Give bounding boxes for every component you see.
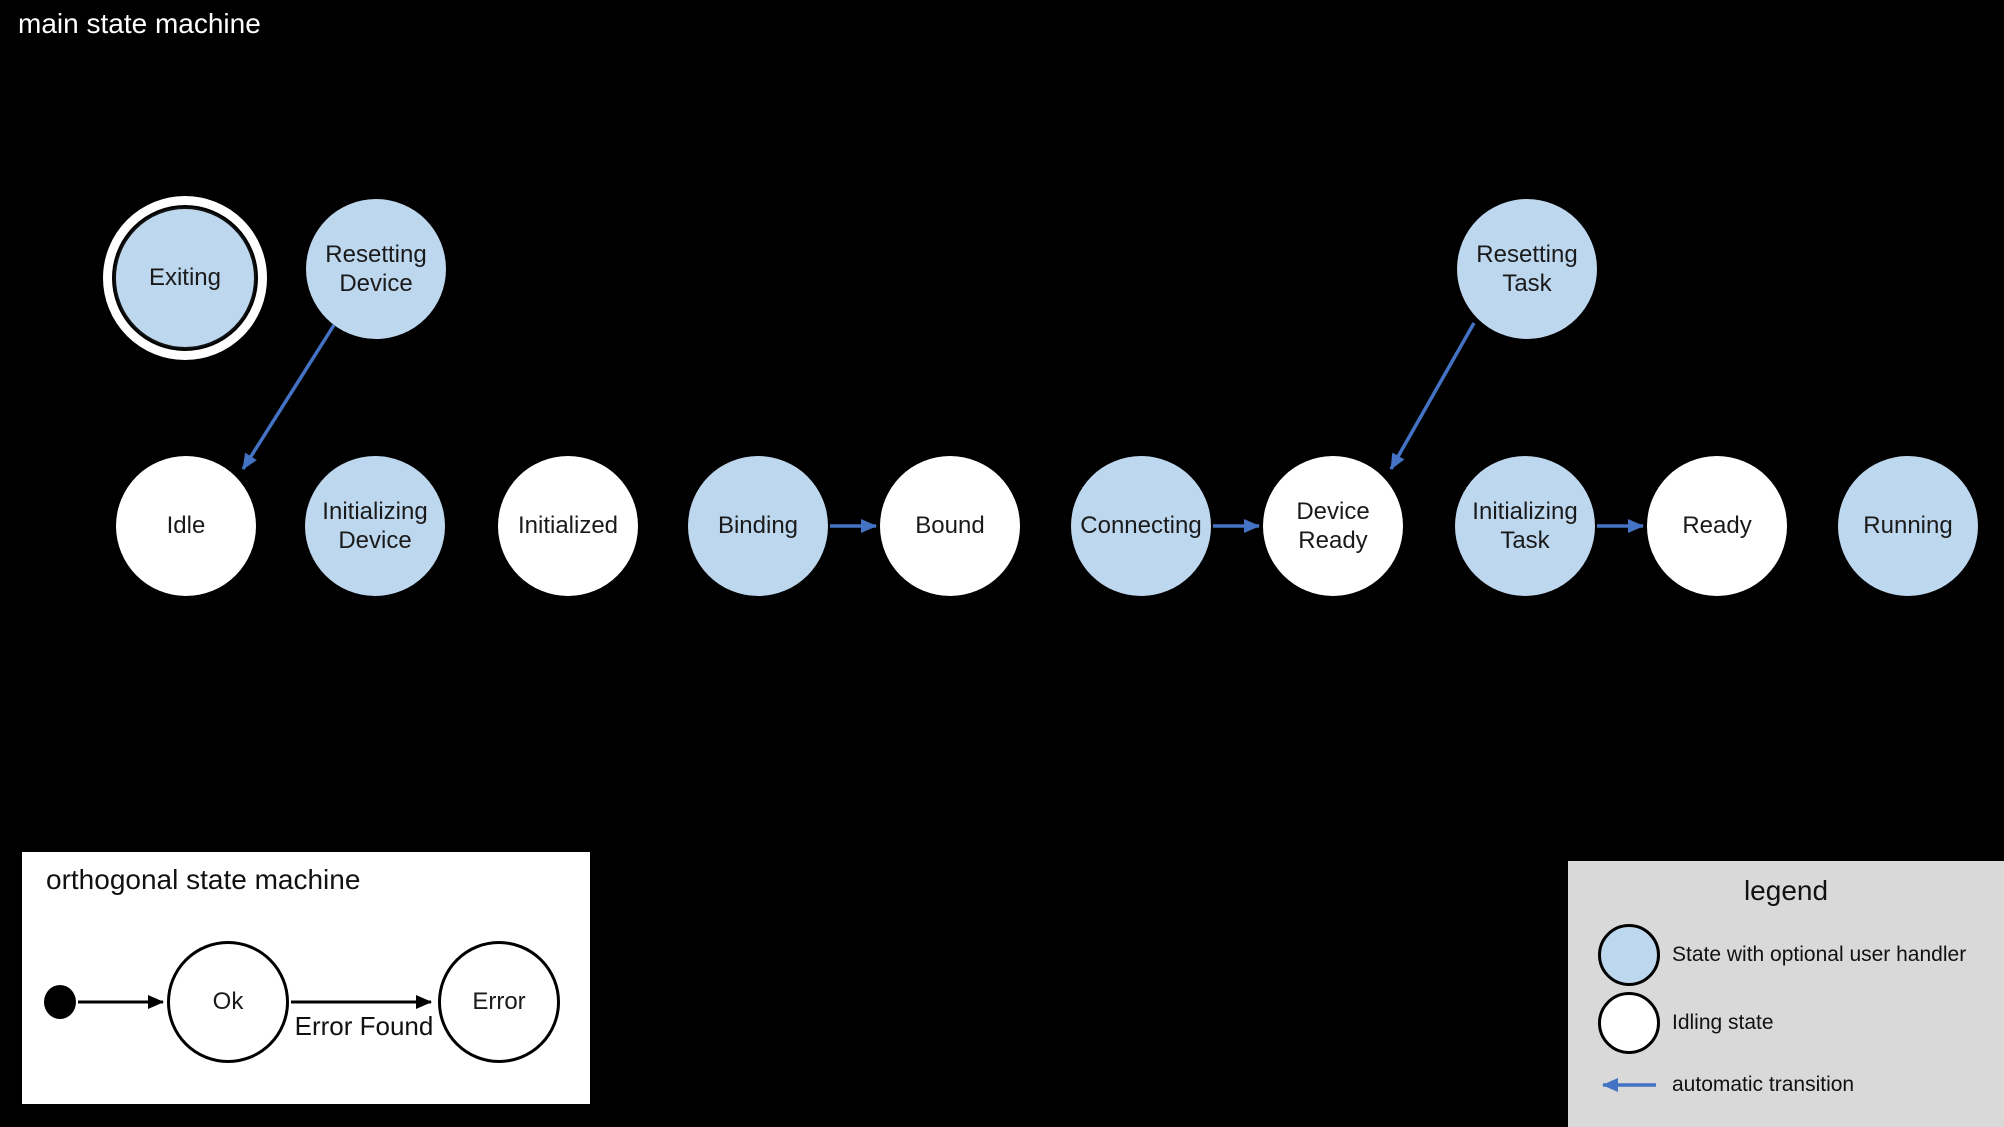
state-binding: Binding: [688, 456, 828, 596]
transition-resetting-task-to-device-ready: [1389, 322, 1476, 470]
state-resetting-task: Resetting Task: [1457, 199, 1597, 339]
state-initializing-task: Initializing Task: [1455, 456, 1595, 596]
legend-item-handler-label: State with optional user handler: [1672, 943, 1967, 966]
state-exiting: Exiting: [114, 207, 256, 349]
state-ok: Ok: [167, 941, 289, 1063]
legend-panel: legend State with optional user handler …: [1568, 861, 2004, 1127]
legend-title: legend: [1743, 875, 1829, 906]
state-resetting-device: Resetting Device: [306, 199, 446, 339]
state-initialized: Initialized: [498, 456, 638, 596]
state-connecting: Connecting: [1071, 456, 1211, 596]
legend-item-idling-label: Idling state: [1672, 1011, 1774, 1034]
transition-label-error-found: Error Found: [294, 1011, 434, 1041]
idling-state-circle-icon: [1598, 992, 1660, 1054]
state-bound: Bound: [880, 456, 1020, 596]
state-error: Error: [438, 941, 560, 1063]
legend-item-transition-label: automatic transition: [1672, 1073, 1855, 1096]
transition-resetting-device-to-idle: [241, 324, 336, 470]
state-device-ready: Device Ready: [1263, 456, 1403, 596]
state-initializing-device: Initializing Device: [305, 456, 445, 596]
state-idle: Idle: [116, 456, 256, 596]
main-machine-title: main state machine: [18, 8, 261, 39]
orthogonal-machine-panel: orthogonal state machine Ok Error Error …: [19, 849, 593, 1107]
state-ready: Ready: [1647, 456, 1787, 596]
handler-state-circle-icon: [1598, 924, 1660, 986]
orthogonal-machine-title: orthogonal state machine: [46, 864, 361, 895]
state-running: Running: [1838, 456, 1978, 596]
final-state-ring: [103, 196, 267, 360]
